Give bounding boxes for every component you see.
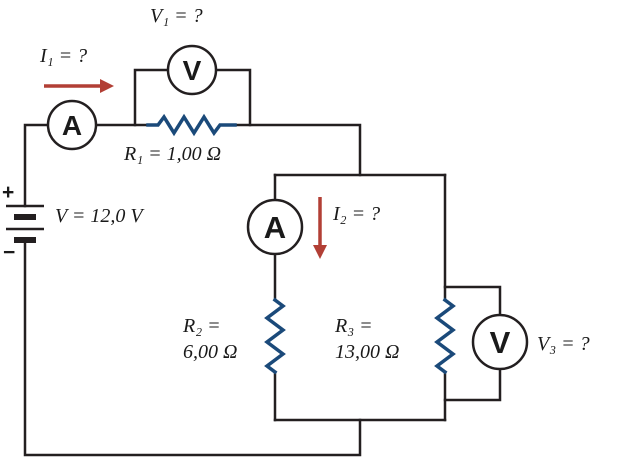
resistor-r2-label-line1: R₂ = (182, 315, 221, 337)
ammeter-2-circle (246, 198, 304, 256)
voltmeter-1-circle (166, 44, 218, 96)
voltmeter-1: V (166, 44, 218, 96)
voltmeter-3-circle (471, 313, 529, 371)
wire-voltmeter1-right-lead (214, 68, 252, 127)
resistor-r3-zigzag (434, 297, 456, 375)
battery-plus-sign: + (2, 181, 14, 204)
ammeter-1: A (46, 99, 98, 151)
resistor-r2-zigzag (264, 297, 286, 375)
resistor-r3-label-line2: 13,00 Ω (335, 341, 399, 363)
voltmeter-3-reading-label: V₃ = ? (537, 333, 590, 355)
battery-minus-sign: − (3, 241, 15, 264)
resistor-r2-label-line2: 6,00 Ω (183, 341, 237, 363)
wire-battery-to-ammeter1 (23, 123, 50, 208)
voltmeter-3-symbol: V (490, 325, 511, 360)
resistor-r1-label: R₁ = 1,00 Ω (123, 143, 221, 165)
wire-voltmeter3-top-lead (443, 285, 502, 317)
current-i2-label: I₂ = ? (332, 203, 380, 225)
ammeter-2-symbol: A (264, 210, 286, 245)
battery-voltage-label: V = 12,0 V (55, 205, 145, 227)
ammeter-1-circle (46, 99, 98, 151)
current-i1-arrow-head (100, 79, 114, 93)
ammeter-1-symbol: A (62, 110, 82, 141)
resistor-r1-zigzag (146, 113, 237, 137)
ammeter-2: A (246, 198, 304, 256)
resistor-r3-label-line1: R₃ = (334, 315, 373, 337)
wire-voltmeter3-bottom-lead (443, 367, 502, 402)
wire-voltmeter1-left-lead (133, 68, 170, 127)
battery-symbol: + − (2, 181, 44, 264)
voltmeter-1-reading-label: V₁ = ? (150, 5, 203, 27)
wire-r1-to-parallel-top (233, 123, 362, 177)
wire-return-to-battery (23, 238, 362, 457)
current-i1-label: I₁ = ? (39, 45, 87, 67)
current-i2-arrow-head (313, 245, 327, 259)
voltmeter-3: V (471, 313, 529, 371)
voltmeter-1-symbol: V (183, 55, 202, 86)
